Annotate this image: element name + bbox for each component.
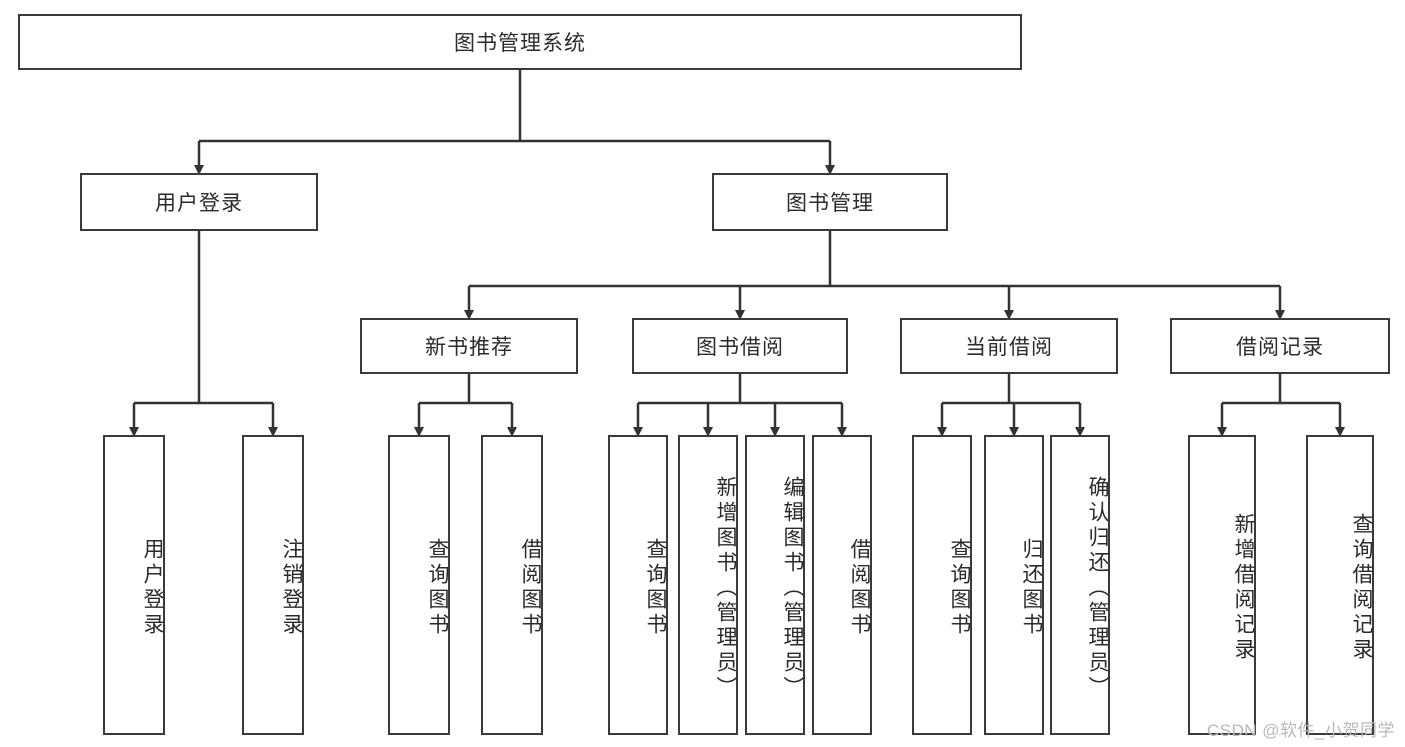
- node-leaf-add-book[interactable]: 新增图书（管理员）: [678, 435, 738, 735]
- node-leaf-query-book-1[interactable]: 查询图书: [388, 435, 450, 735]
- node-root[interactable]: 图书管理系统: [18, 14, 1022, 70]
- node-leaf-return-book[interactable]: 归还图书: [984, 435, 1044, 735]
- node-book-borrow[interactable]: 图书借阅: [632, 318, 848, 374]
- node-label: 当前借阅: [965, 336, 1053, 359]
- node-label: 用户登录: [141, 538, 164, 638]
- node-label: 图书管理系统: [454, 32, 586, 55]
- node-leaf-user-login[interactable]: 用户登录: [103, 435, 165, 735]
- node-label: 图书管理: [786, 192, 874, 215]
- node-leaf-query-book-3[interactable]: 查询图书: [912, 435, 972, 735]
- node-leaf-borrow-book-1[interactable]: 借阅图书: [481, 435, 543, 735]
- node-leaf-confirm-return[interactable]: 确认归还（管理员）: [1050, 435, 1110, 735]
- node-borrow-record[interactable]: 借阅记录: [1170, 318, 1390, 374]
- node-label: 注销登录: [280, 538, 303, 638]
- node-label: 确认归还（管理员）: [1086, 475, 1109, 701]
- node-leaf-query-record[interactable]: 查询借阅记录: [1306, 435, 1374, 735]
- node-label: 用户登录: [155, 192, 243, 215]
- node-leaf-query-book-2[interactable]: 查询图书: [608, 435, 668, 735]
- node-label: 借阅图书: [519, 538, 542, 638]
- node-label: 查询图书: [426, 538, 449, 638]
- node-label: 借阅记录: [1236, 336, 1324, 359]
- node-new-book-recommend[interactable]: 新书推荐: [360, 318, 578, 374]
- node-label: 查询图书: [644, 538, 667, 638]
- node-label: 新书推荐: [425, 336, 513, 359]
- node-leaf-borrow-book-2[interactable]: 借阅图书: [812, 435, 872, 735]
- node-label: 新增图书（管理员）: [714, 475, 737, 701]
- node-leaf-edit-book[interactable]: 编辑图书（管理员）: [745, 435, 805, 735]
- node-user-login[interactable]: 用户登录: [80, 173, 318, 231]
- node-label: 查询图书: [948, 538, 971, 638]
- node-label: 新增借阅记录: [1232, 513, 1255, 663]
- watermark-text: CSDN @软件_小贺同学: [1206, 721, 1395, 740]
- node-book-manage[interactable]: 图书管理: [712, 173, 948, 231]
- node-current-borrow[interactable]: 当前借阅: [900, 318, 1118, 374]
- node-leaf-add-record[interactable]: 新增借阅记录: [1188, 435, 1256, 735]
- node-label: 查询借阅记录: [1350, 513, 1373, 663]
- node-label: 借阅图书: [848, 538, 871, 638]
- node-label: 归还图书: [1020, 538, 1043, 638]
- node-leaf-logout[interactable]: 注销登录: [242, 435, 304, 735]
- node-label: 编辑图书（管理员）: [781, 475, 804, 701]
- node-label: 图书借阅: [696, 336, 784, 359]
